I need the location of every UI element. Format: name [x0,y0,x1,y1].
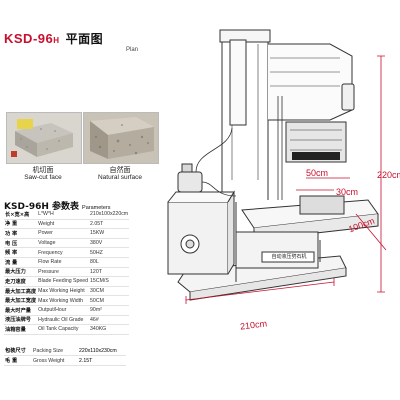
param-value: 15KW [89,228,130,239]
param-name-cn: 最大压力 [4,267,38,278]
param-name-en: Hydraulic Oil Grade [37,315,90,326]
param-value: 30CM [89,286,130,297]
sample-caption-1: 机切面 Saw-cut face [24,166,62,181]
param-name-cn: 净 重 [4,219,38,230]
param-value: 2.05T [89,219,130,230]
title-cn: 平面图 [65,32,104,46]
param-name-en: Packing Size [32,346,78,356]
param-name-cn: 电 压 [4,238,38,249]
param-name-en: Weight [37,219,90,230]
page-title: KSD-96H 平面图 [4,30,103,47]
param-value: 46# [89,315,130,326]
param-name-cn: 最大加工宽度 [4,295,38,306]
param-name-cn: 流 量 [4,257,38,268]
natural-surface-photo [83,112,159,164]
dim-height: 220cm [377,170,400,180]
model-suffix: H [53,36,60,45]
machine-label: 自动液压劈石机 [271,254,307,260]
param-name-cn: 最大加工高度 [4,286,38,297]
param-name-cn: 频 率 [4,247,38,258]
param-value: 15CM/S [89,276,130,287]
param-name-cn: 长×宽×高 [4,210,38,220]
dim-work-width: 50cm [306,168,329,178]
param-name-en: Oil Tank Capacity [37,324,90,335]
param-name-cn: 走刀速度 [4,276,38,287]
param-value: 120T [89,267,130,278]
param-name-cn: 毛 重 [4,355,32,366]
param-name-en: Flow Rate [37,257,90,268]
param-name-cn: 最大时产量 [4,305,38,316]
model-name: KSD-96 [4,31,54,46]
param-name-en: Pressure [37,267,90,278]
param-name-en: Max Working Width [37,295,90,306]
param-name-cn: 油箱容量 [4,324,38,335]
param-value: 50HZ [89,247,130,258]
param-value: 2.15T [78,355,126,366]
param-value: 80L [89,257,130,268]
dim-work-height: 30cm [336,187,359,197]
param-name-en: Frequency [37,247,90,258]
param-name-en: Gross Weight [32,355,78,366]
param-name-en: Voltage [37,238,90,249]
param-value: 90m² [89,305,130,316]
param-value: 340KG [89,324,130,335]
machine-drawing [167,29,387,304]
param-value: 50CM [89,295,130,306]
param-value: 220x110x230cm [78,346,126,356]
param-name-cn: 包装尺寸 [4,346,32,356]
param-name-cn: 液压油牌号 [4,315,38,326]
sample-caption-2: 自然面 Natural surface [97,166,143,181]
title-en: Plan [126,47,139,53]
param-name-en: Blade Feeding Speed [37,276,90,287]
param-name-cn: 功 率 [4,228,38,239]
param-value: 210x100x220cm [89,210,130,220]
param-name-en: Output/Hour [37,305,90,316]
param-name-en: L*W*H [37,210,90,220]
saw-cut-face-photo [6,112,82,164]
param-value: 380V [89,238,130,249]
param-name-en: Max Working Height [37,286,90,297]
param-name-en: Power [37,228,90,239]
